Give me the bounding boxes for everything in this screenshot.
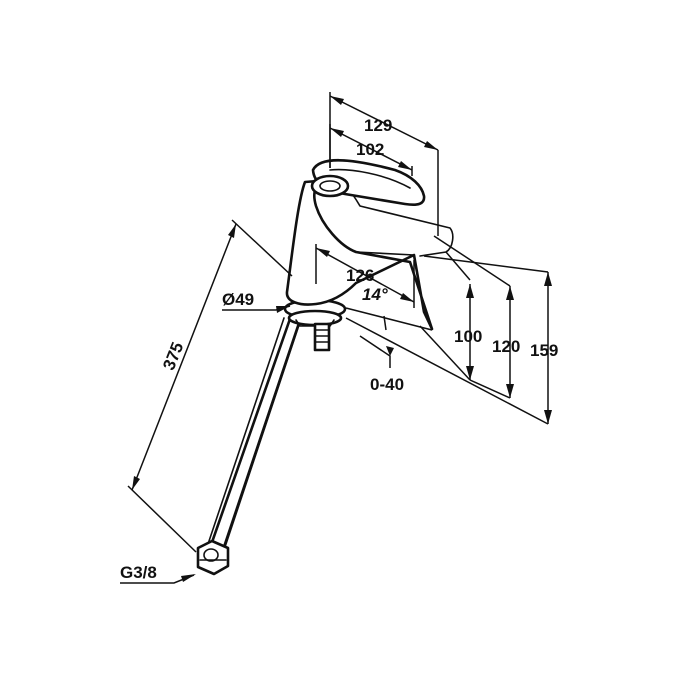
dim-spout-angle: 14°: [345, 285, 433, 331]
dim-spout-reach: 126: [315, 244, 415, 308]
label-14-deg: 14°: [362, 285, 388, 304]
supply-hose: [206, 314, 302, 555]
dim-height-spout: 100: [454, 284, 482, 380]
label-100: 100: [454, 327, 482, 346]
label-159: 159: [530, 341, 558, 360]
dim-deck-thickness: 0-40: [359, 335, 404, 394]
dim-connection-thread: G3/8: [120, 563, 196, 584]
label-375: 375: [159, 339, 187, 372]
lever-handle: [310, 158, 426, 207]
threaded-stud: [313, 322, 331, 352]
label-120: 120: [492, 337, 520, 356]
label-102: 102: [356, 140, 384, 159]
label-129: 129: [364, 116, 392, 135]
dim-width-spout: 102: [329, 124, 413, 176]
label-0-40: 0-40: [370, 375, 404, 394]
label-d49: Ø49: [222, 290, 254, 309]
label-126: 126: [346, 266, 374, 285]
faucet-body: [196, 158, 454, 576]
dim-height-extensions: [345, 235, 549, 425]
dim-height-overall: 159: [530, 272, 558, 424]
dim-base-diameter: Ø49: [222, 290, 291, 313]
dim-height-mid: 120: [492, 286, 520, 398]
label-g3-8: G3/8: [120, 563, 157, 582]
hose-end-nut: [196, 539, 230, 576]
